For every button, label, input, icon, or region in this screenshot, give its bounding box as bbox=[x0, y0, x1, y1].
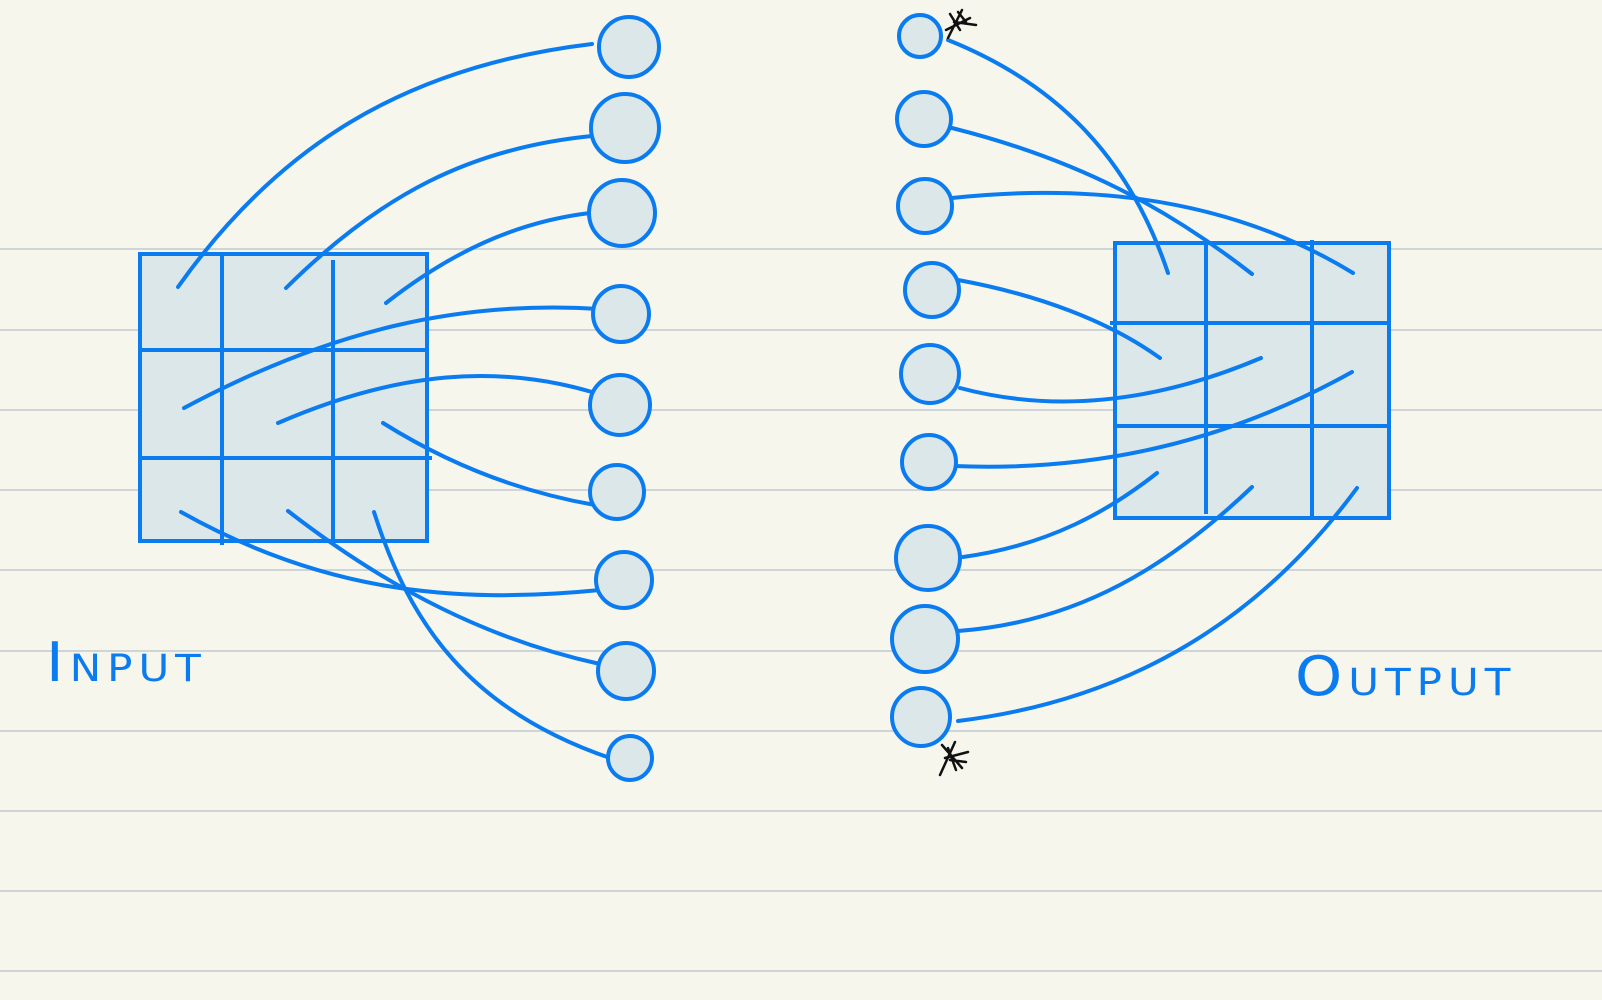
output-grid-frame bbox=[1113, 241, 1391, 520]
input-connection-curve bbox=[372, 510, 612, 760]
input-connection-curve bbox=[381, 421, 597, 507]
output-connection-curve bbox=[952, 370, 1354, 469]
output-label: Output bbox=[1295, 645, 1517, 709]
output-connection-curve bbox=[946, 38, 1170, 275]
asterisk-mark-bottom bbox=[938, 740, 970, 777]
output-connection-curve bbox=[961, 471, 1159, 559]
output-connection-curve bbox=[956, 485, 1254, 633]
output-grid bbox=[1110, 240, 1391, 520]
output-node bbox=[890, 604, 960, 674]
output-nodes bbox=[890, 13, 962, 748]
output-connection-curve bbox=[958, 356, 1263, 404]
output-node bbox=[903, 261, 961, 319]
output-connection-curve bbox=[950, 126, 1254, 276]
output-connection-curve bbox=[956, 486, 1359, 723]
input-node bbox=[589, 92, 661, 164]
input-connections bbox=[176, 42, 612, 760]
input-node bbox=[587, 178, 657, 248]
input-connection-curve bbox=[276, 373, 594, 425]
output-node bbox=[895, 90, 953, 148]
input-label: Input bbox=[46, 631, 207, 695]
output-connection-curve bbox=[950, 190, 1355, 275]
input-node bbox=[594, 550, 654, 610]
input-connection-curve bbox=[284, 134, 594, 290]
input-node bbox=[596, 641, 656, 701]
input-connection-curve bbox=[182, 305, 602, 410]
input-node bbox=[606, 734, 654, 782]
input-node bbox=[597, 15, 661, 79]
input-node bbox=[591, 284, 651, 344]
input-node bbox=[588, 463, 646, 521]
output-node bbox=[900, 433, 958, 491]
input-grid bbox=[138, 252, 432, 545]
asterisk-mark-top bbox=[944, 8, 978, 40]
output-node bbox=[894, 524, 962, 592]
input-grid-frame bbox=[138, 252, 429, 543]
input-connection-curve bbox=[176, 42, 594, 289]
input-connection-curve bbox=[286, 509, 602, 666]
output-connection-curve bbox=[956, 278, 1162, 360]
output-node bbox=[890, 686, 952, 748]
output-node bbox=[899, 343, 961, 405]
input-connection-curve bbox=[384, 211, 592, 305]
input-connection-curve bbox=[179, 510, 602, 598]
output-connections bbox=[946, 38, 1359, 723]
asterisk-marks bbox=[938, 8, 978, 777]
input-nodes bbox=[587, 15, 661, 782]
output-node bbox=[897, 13, 943, 59]
input-node bbox=[588, 373, 652, 437]
output-node bbox=[896, 177, 954, 235]
